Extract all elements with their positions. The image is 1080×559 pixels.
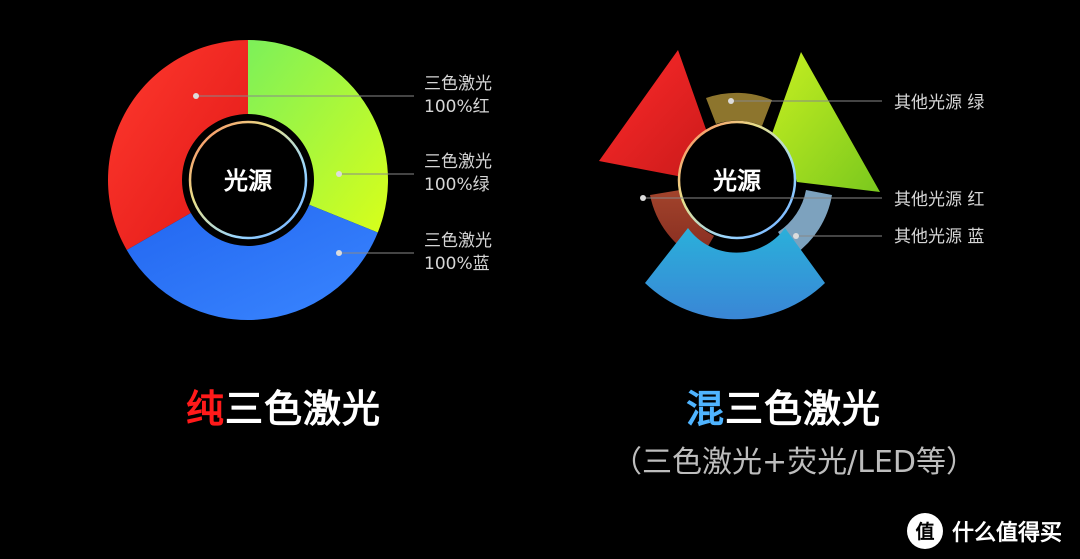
left-label-1-line1: 三色激光 bbox=[424, 74, 492, 94]
right-label-red: 其他光源 红 bbox=[894, 190, 984, 210]
pure-laser-donut bbox=[108, 40, 388, 321]
mixed-laser-title-accent: 混 bbox=[686, 387, 726, 431]
left-leader-dots bbox=[193, 93, 342, 256]
red-sector bbox=[108, 40, 248, 250]
right-label-green: 其他光源 绿 bbox=[894, 93, 984, 113]
left-label-2-line1: 三色激光 bbox=[424, 152, 492, 172]
left-label-2-line2: 100%绿 bbox=[424, 175, 490, 195]
left-leader-lines bbox=[196, 95, 414, 254]
blue-sector bbox=[126, 204, 378, 321]
red-sector bbox=[599, 50, 714, 178]
right-leader-dots bbox=[640, 98, 799, 239]
left-center-label: 光源 bbox=[223, 167, 272, 195]
smzdm-logo-icon: 值 bbox=[907, 513, 943, 549]
right-label-blue: 其他光源 蓝 bbox=[894, 227, 984, 247]
mixed-laser-title-rest: 三色激光 bbox=[725, 387, 882, 431]
svg-text:值: 值 bbox=[915, 520, 934, 543]
left-label-1-line2: 100%红 bbox=[424, 97, 490, 117]
pure-laser-title-rest: 三色激光 bbox=[225, 387, 382, 431]
watermark-text: 什么值得买 bbox=[952, 521, 1063, 546]
cyan-sector bbox=[645, 228, 825, 320]
left-center-ring bbox=[188, 120, 308, 240]
pure-laser-title-accent: 纯 bbox=[186, 387, 226, 431]
left-label-3-line2: 100%蓝 bbox=[424, 254, 490, 274]
mixed-laser-title: 混三色激光 bbox=[686, 378, 881, 433]
green-sector bbox=[768, 52, 880, 192]
right-center-ring bbox=[677, 120, 797, 240]
left-label-3-line1: 三色激光 bbox=[424, 231, 492, 251]
right-leader-lines bbox=[643, 100, 882, 237]
mixed-laser-subtitle: （三色激光+荧光/LED等） bbox=[612, 445, 977, 480]
right-center-label: 光源 bbox=[712, 167, 761, 195]
green-sector bbox=[248, 40, 388, 233]
pure-laser-title: 纯三色激光 bbox=[186, 378, 381, 433]
watermark: 值 什么值得买 bbox=[906, 512, 1062, 550]
